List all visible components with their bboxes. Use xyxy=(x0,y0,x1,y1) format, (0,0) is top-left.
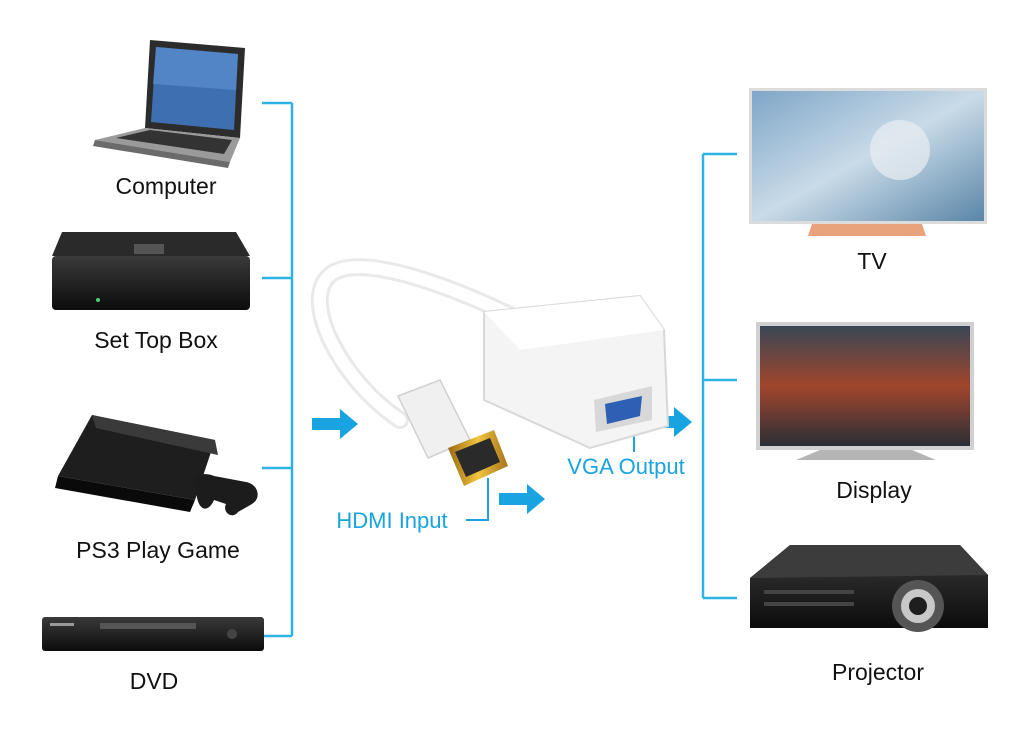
game-console-icon xyxy=(55,415,258,516)
dvd-player-icon xyxy=(42,617,264,651)
source-label-ps3: PS3 Play Game xyxy=(76,537,240,563)
projector-icon xyxy=(750,545,988,632)
tv-icon xyxy=(749,88,987,236)
source-label-computer: Computer xyxy=(115,173,217,199)
output-label-projector: Projector xyxy=(831,659,925,685)
source-label-set-top-box: Set Top Box xyxy=(94,327,218,353)
output-label-display: Display xyxy=(836,477,912,503)
set-top-box-icon xyxy=(52,232,250,310)
arrow-icon xyxy=(499,484,545,514)
monitor-icon xyxy=(756,322,974,460)
source-connector-lines xyxy=(262,101,294,638)
output-label-tv: TV xyxy=(857,248,887,274)
output-connector-lines xyxy=(701,152,737,600)
arrow-icon xyxy=(648,407,692,437)
hdmi-input-label: HDMI Input xyxy=(336,508,448,533)
laptop-icon xyxy=(93,40,245,168)
source-label-dvd: DVD xyxy=(129,668,179,694)
hdmi-vga-adapter xyxy=(310,258,670,486)
arrow-icon xyxy=(312,409,358,439)
vga-output-label: VGA Output xyxy=(567,454,685,479)
